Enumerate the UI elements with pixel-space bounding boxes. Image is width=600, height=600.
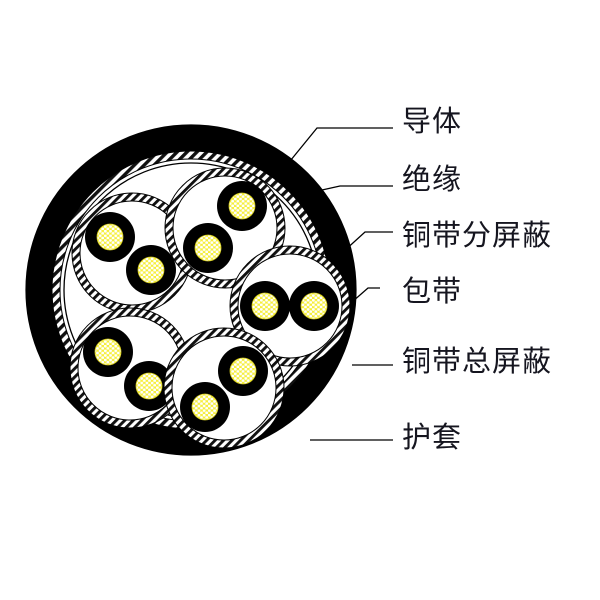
pair-copper-tape-shield-layer xyxy=(230,246,350,366)
leader-line-pair-copper-tape-shield xyxy=(342,231,393,253)
cable-body xyxy=(25,124,357,456)
leader-line-insulation xyxy=(321,185,393,191)
label-overall-copper-tape-shield: 铜带总屏蔽 xyxy=(402,346,553,378)
pair-shield-inner-edge xyxy=(172,175,278,281)
twisted-pair-4 xyxy=(69,307,191,429)
twisted-pair-2 xyxy=(164,167,286,289)
leader-line-binder-tape xyxy=(351,287,380,303)
label-pair-copper-tape-shield: 铜带分屏蔽 xyxy=(402,220,553,252)
label-insulation: 绝缘 xyxy=(402,164,463,196)
pair-shield-inner-edge xyxy=(237,253,343,359)
label-binder-tape: 包带 xyxy=(402,276,463,308)
conductor-core xyxy=(135,372,163,400)
conductor-core xyxy=(137,256,165,284)
pair-shield-outer-edge xyxy=(229,245,351,367)
label-conductor: 导体 xyxy=(402,106,463,138)
jacket-outer-edge xyxy=(25,124,357,456)
label-jacket: 护套 xyxy=(402,422,463,454)
conductor-core xyxy=(228,192,256,220)
leader-line-conductor xyxy=(285,127,393,167)
leader-lines xyxy=(285,127,393,441)
twisted-pair-5 xyxy=(163,327,285,449)
pair-shield-outer-edge xyxy=(164,167,286,289)
conductor-core xyxy=(251,292,279,320)
conductor-core xyxy=(194,234,222,262)
conductor-core xyxy=(191,393,219,421)
twisted-pair-3 xyxy=(229,245,351,367)
pair-shield-outer-edge xyxy=(163,327,285,449)
conductor-core xyxy=(94,338,122,366)
conductor-core xyxy=(300,292,328,320)
conductor-core xyxy=(229,357,257,385)
pair-shield-inner-edge xyxy=(171,335,277,441)
conductor-core xyxy=(96,223,124,251)
pair-copper-tape-shield-layer xyxy=(164,328,284,448)
pair-copper-tape-shield-layer xyxy=(165,168,285,288)
